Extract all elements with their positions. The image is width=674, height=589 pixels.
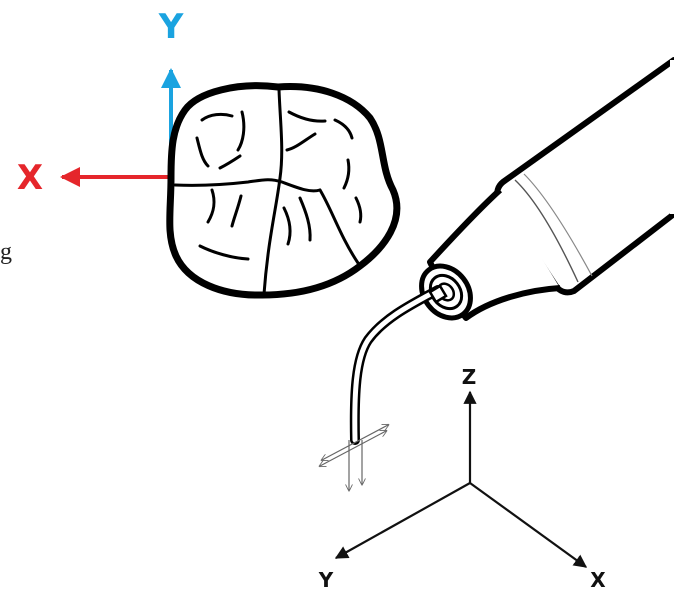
tooth-x-axis-label: X	[17, 158, 43, 198]
edge-text-fragment: g	[0, 239, 12, 265]
ultrasonic-scaler-handpiece-icon	[419, 57, 674, 321]
vibration-arrows-icon	[320, 425, 388, 490]
world-x-axis-arrow	[469, 482, 588, 568]
world-y-axis-label: Y	[318, 568, 334, 589]
world-z-axis-label: Z	[462, 365, 477, 389]
world-x-axis-label: X	[590, 568, 606, 589]
scaler-tip-icon	[349, 284, 448, 445]
tooth-y-axis-label: Y	[158, 7, 184, 47]
world-axes: Z Y X	[318, 365, 607, 589]
tooth-occlusal-icon	[166, 82, 401, 299]
world-y-axis-arrow	[334, 482, 471, 559]
tooth-axes: Y X	[17, 7, 184, 198]
